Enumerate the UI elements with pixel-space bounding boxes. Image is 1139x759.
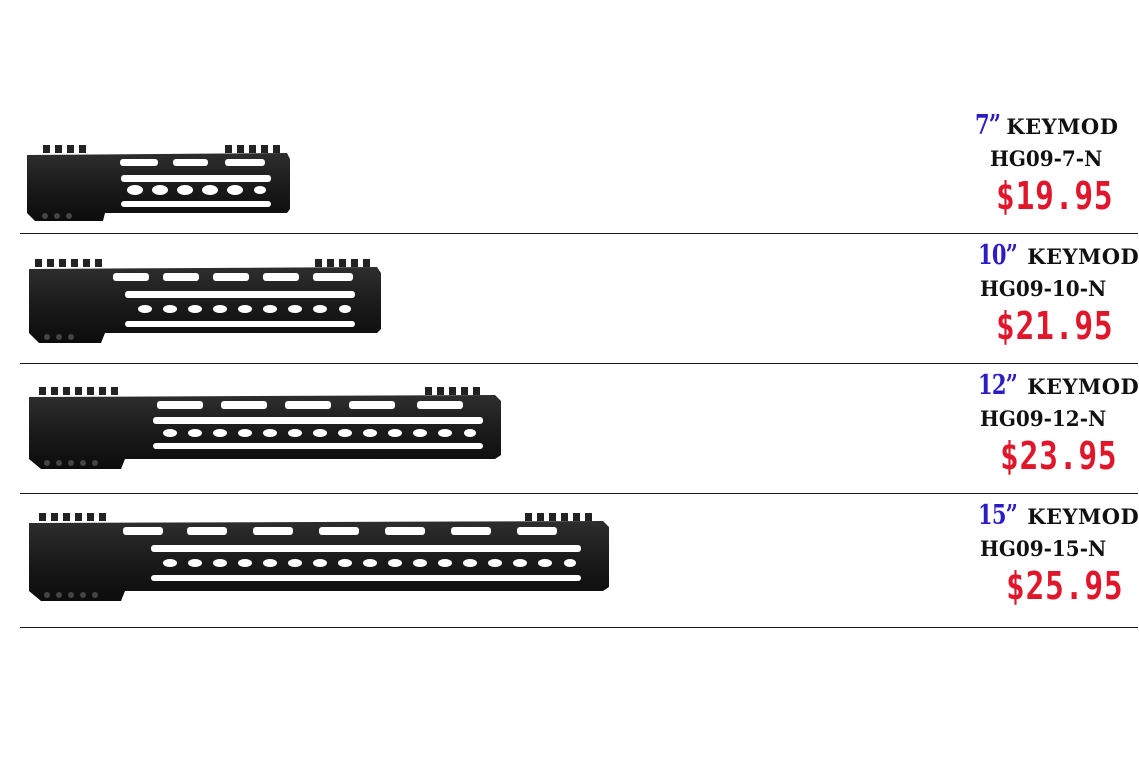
product-info: 15” KEYMOD HG09-15-N $25.95	[960, 501, 1139, 609]
price-label: $25.95	[1006, 564, 1124, 608]
sku-label: HG09-7-N	[990, 146, 1103, 171]
length-label: 15”	[978, 500, 1018, 531]
product-info: 10” KEYMOD HG09-10-N $21.95	[960, 241, 1139, 349]
product-row-12-inch[interactable]: 12” KEYMOD HG09-12-N $23.95	[20, 365, 1139, 494]
price-label: $23.95	[1000, 434, 1118, 478]
product-title: 12” KEYMOD	[960, 371, 1139, 404]
handguard-12-inch-image	[29, 387, 501, 469]
length-label: 12”	[978, 370, 1018, 401]
product-title: 7” KEYMOD	[960, 111, 1139, 144]
product-title: 10” KEYMOD	[960, 241, 1139, 274]
sku-label: HG09-15-N	[980, 536, 1107, 561]
product-row-7-inch[interactable]: 7” KEYMOD HG09-7-N $19.95	[20, 105, 1138, 234]
type-label: KEYMOD	[1006, 114, 1119, 139]
length-label: 7”	[975, 110, 1001, 141]
product-info: 12” KEYMOD HG09-12-N $23.95	[960, 371, 1139, 479]
sku-label: HG09-10-N	[980, 276, 1107, 301]
type-label: KEYMOD	[1027, 504, 1139, 529]
product-info: 7” KEYMOD HG09-7-N $19.95	[960, 111, 1139, 219]
price-label: $19.95	[996, 174, 1114, 218]
product-title: 15” KEYMOD	[960, 501, 1139, 534]
handguard-15-inch-image	[29, 513, 609, 601]
handguard-10-inch-image	[29, 259, 381, 343]
type-label: KEYMOD	[1027, 374, 1139, 399]
handguard-7-inch-image	[27, 145, 290, 221]
product-row-15-inch[interactable]: 15” KEYMOD HG09-15-N $25.95	[20, 495, 1139, 628]
price-label: $21.95	[996, 304, 1114, 348]
length-label: 10”	[978, 240, 1018, 271]
product-row-10-inch[interactable]: 10” KEYMOD HG09-10-N $21.95	[20, 235, 1139, 364]
sku-label: HG09-12-N	[980, 406, 1107, 431]
type-label: KEYMOD	[1027, 244, 1139, 269]
